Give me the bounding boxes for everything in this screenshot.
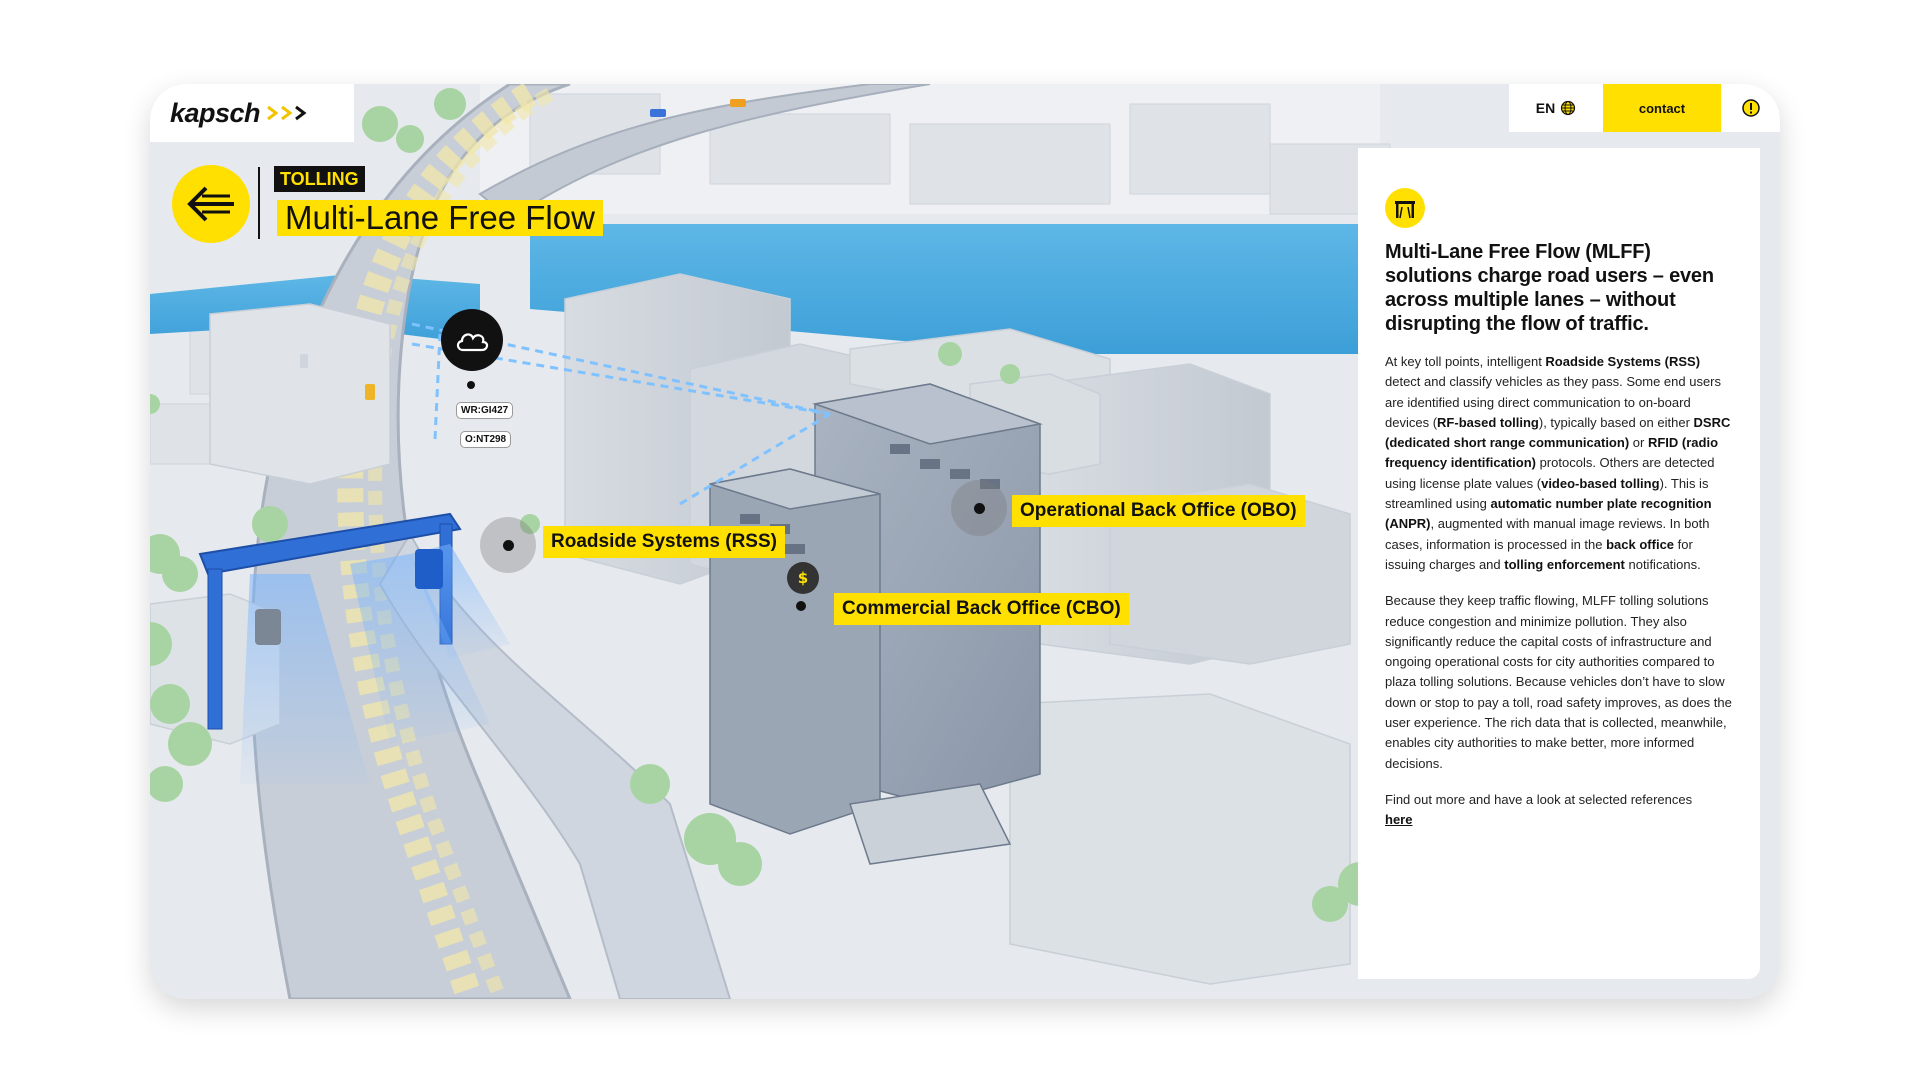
panel-text-run: for issuing charges and bbox=[1385, 536, 1693, 572]
vehicle-tag-2: O:NT298 bbox=[460, 431, 512, 448]
trees bbox=[150, 88, 1382, 922]
contact-button[interactable]: contact bbox=[1603, 84, 1721, 132]
cloud-pin[interactable] bbox=[441, 309, 503, 371]
panel-bold-term: video-based tolling bbox=[1541, 475, 1660, 491]
title-divider bbox=[258, 167, 260, 239]
panel-bold-term: RF-based tolling bbox=[1437, 414, 1539, 430]
rss-hotspot[interactable] bbox=[480, 517, 536, 573]
panel-text-run: or bbox=[1629, 435, 1648, 451]
panel-text-run: detect and classify vehicles as they pas… bbox=[1385, 374, 1722, 430]
panel-bold-term: RFID (radio frequency identification) bbox=[1385, 435, 1719, 471]
panel-bold-term: DSRC (dedicated short range communicatio… bbox=[1385, 414, 1731, 451]
logo-chevrons-icon bbox=[267, 105, 307, 121]
info-button[interactable] bbox=[1721, 84, 1780, 132]
page-title: Multi-Lane Free Flow bbox=[277, 200, 603, 236]
info-panel: Multi-Lane Free Flow (MLFF) solutions ch… bbox=[1358, 148, 1760, 979]
dollar-icon: $ bbox=[798, 569, 808, 587]
vehicle-tag-1: WR:GI427 bbox=[456, 402, 514, 419]
panel-paragraph-3-text: Find out more and have a look at selecte… bbox=[1385, 791, 1693, 807]
obo-dot bbox=[973, 502, 985, 514]
logo-text: kapsch bbox=[170, 97, 261, 128]
language-button[interactable]: EN bbox=[1509, 84, 1603, 132]
panel-text-run: ). This is streamlined using bbox=[1385, 475, 1709, 512]
back-button[interactable] bbox=[172, 165, 250, 243]
rss-dot bbox=[502, 539, 514, 551]
language-label: EN bbox=[1535, 100, 1556, 116]
references-link[interactable]: here bbox=[1385, 812, 1413, 828]
globe-icon bbox=[1561, 100, 1576, 116]
obo-hotspot[interactable] bbox=[951, 480, 1007, 536]
svg-text:$: $ bbox=[798, 569, 808, 587]
panel-heading: Multi-Lane Free Flow (MLFF) solutions ch… bbox=[1385, 241, 1714, 335]
cbo-label[interactable]: Commercial Back Office (CBO) bbox=[834, 593, 1129, 625]
cbo-dot bbox=[796, 601, 806, 611]
panel-paragraph-3: Find out more and have a look at selecte… bbox=[1385, 790, 1733, 831]
app-frame: kapsch TOLLING Multi-Lane Free Flow EN c… bbox=[150, 84, 1780, 999]
vehicles bbox=[300, 99, 746, 400]
panel-paragraph-1: At key toll points, intelligent Roadside… bbox=[1385, 352, 1733, 575]
panel-bold-term: tolling enforcement bbox=[1504, 556, 1625, 572]
panel-text-run: ), typically based on either bbox=[1538, 414, 1694, 430]
toll-gantry bbox=[198, 512, 510, 784]
kapsch-logo[interactable]: kapsch bbox=[150, 84, 354, 142]
panel-bold-term: automatic number plate recognition (ANPR… bbox=[1385, 496, 1712, 532]
panel-bold-term: Roadside Systems (RSS) bbox=[1545, 354, 1701, 369]
toll-gantry-icon bbox=[1385, 188, 1425, 228]
arrow-left-icon bbox=[187, 186, 234, 222]
category-tag: TOLLING bbox=[274, 166, 365, 192]
cloud-pin-dot bbox=[467, 381, 475, 389]
panel-paragraph-2: Because they keep traffic flowing, MLFF … bbox=[1385, 593, 1732, 771]
obo-label[interactable]: Operational Back Office (OBO) bbox=[1012, 495, 1305, 527]
rss-label[interactable]: Roadside Systems (RSS) bbox=[543, 526, 785, 558]
panel-text-run: At key toll points, intelligent bbox=[1385, 354, 1546, 369]
panel-text-run: notifications. bbox=[1624, 556, 1701, 572]
panel-text-run: , augmented with manual image reviews. I… bbox=[1385, 516, 1710, 552]
panel-bold-term: back office bbox=[1606, 536, 1675, 552]
top-bar: EN contact bbox=[1509, 84, 1780, 132]
panel-text-run: protocols. Others are detected using lic… bbox=[1385, 455, 1715, 491]
info-icon bbox=[1741, 99, 1760, 117]
cloud-icon bbox=[456, 333, 489, 352]
cbo-dollar-pin[interactable]: $ bbox=[787, 562, 819, 594]
